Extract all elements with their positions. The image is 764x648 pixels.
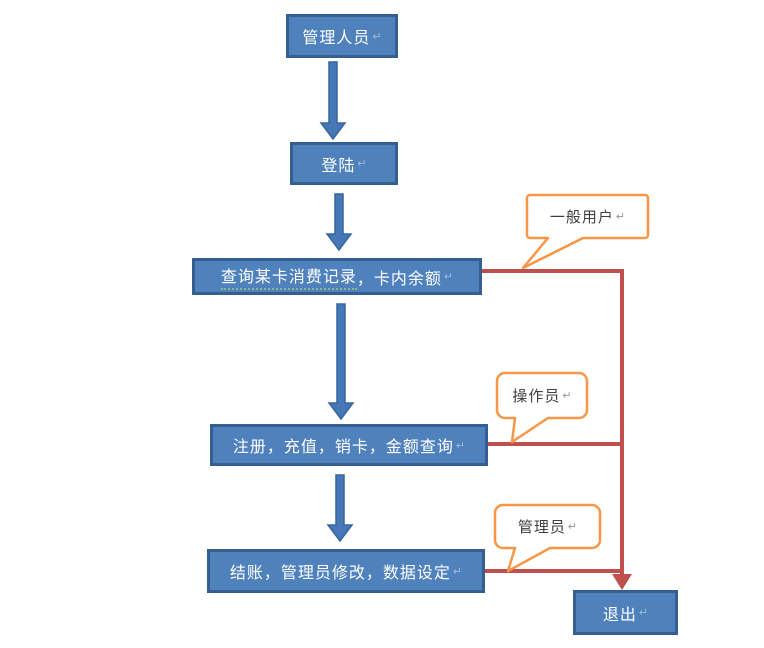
down-arrow-login-to-query xyxy=(325,193,353,252)
down-arrow-ops-to-settle xyxy=(326,474,354,543)
callout-bubble-manager xyxy=(493,503,602,573)
flow-node-settle: 结账，管理员修改，数据设定↵ xyxy=(207,549,485,593)
paragraph-mark: ↵ xyxy=(567,521,578,533)
flow-node-admin: 管理人员↵ xyxy=(286,14,398,58)
paragraph-mark: ↵ xyxy=(455,439,466,452)
flow-node-admin-label: 管理人员 xyxy=(302,30,371,47)
callout-label-manager: 管理员↵ xyxy=(495,505,600,548)
callout-manager-text: 管理员 xyxy=(517,519,566,536)
flow-node-login-label: 登陆 xyxy=(321,157,356,175)
down-arrow-admin-to-login xyxy=(319,61,347,141)
callout-operator-text: 操作员 xyxy=(512,388,561,405)
flow-node-query-label-rest: ，卡内余额 xyxy=(356,270,442,288)
paragraph-mark: ↵ xyxy=(357,158,367,170)
callout-general-user-text: 一般用户 xyxy=(549,209,614,226)
flow-node-query: 查询某卡消费记录，卡内余额↵ xyxy=(192,258,482,295)
paragraph-mark: ↵ xyxy=(452,565,463,578)
paragraph-mark: ↵ xyxy=(615,211,626,223)
flow-node-exit: 退出↵ xyxy=(573,590,678,635)
down-arrow-query-to-ops xyxy=(327,303,355,421)
flow-node-ops-label: 注册，充值，销卡，金额查询 xyxy=(232,439,454,456)
paragraph-mark: ↵ xyxy=(638,607,649,619)
paragraph-mark: ↵ xyxy=(562,390,572,402)
paragraph-mark: ↵ xyxy=(372,30,382,43)
flow-node-login: 登陆↵ xyxy=(290,142,398,185)
paragraph-mark: ↵ xyxy=(443,271,454,283)
callout-label-operator: 操作员↵ xyxy=(497,373,587,418)
callout-bubble-general-user xyxy=(521,193,650,270)
flow-node-exit-label: 退出 xyxy=(602,606,637,624)
flow-node-settle-label: 结账，管理员修改，数据设定 xyxy=(229,565,451,582)
flow-node-query-label-underlined: 查询某卡消费记录 xyxy=(220,263,357,290)
callout-bubble-operator xyxy=(495,371,589,444)
red-connector-main xyxy=(482,269,624,576)
red-arrowhead-exit xyxy=(612,574,632,590)
flow-node-ops: 注册，充值，销卡，金额查询↵ xyxy=(210,424,488,466)
callout-label-general-user: 一般用户↵ xyxy=(527,195,648,238)
